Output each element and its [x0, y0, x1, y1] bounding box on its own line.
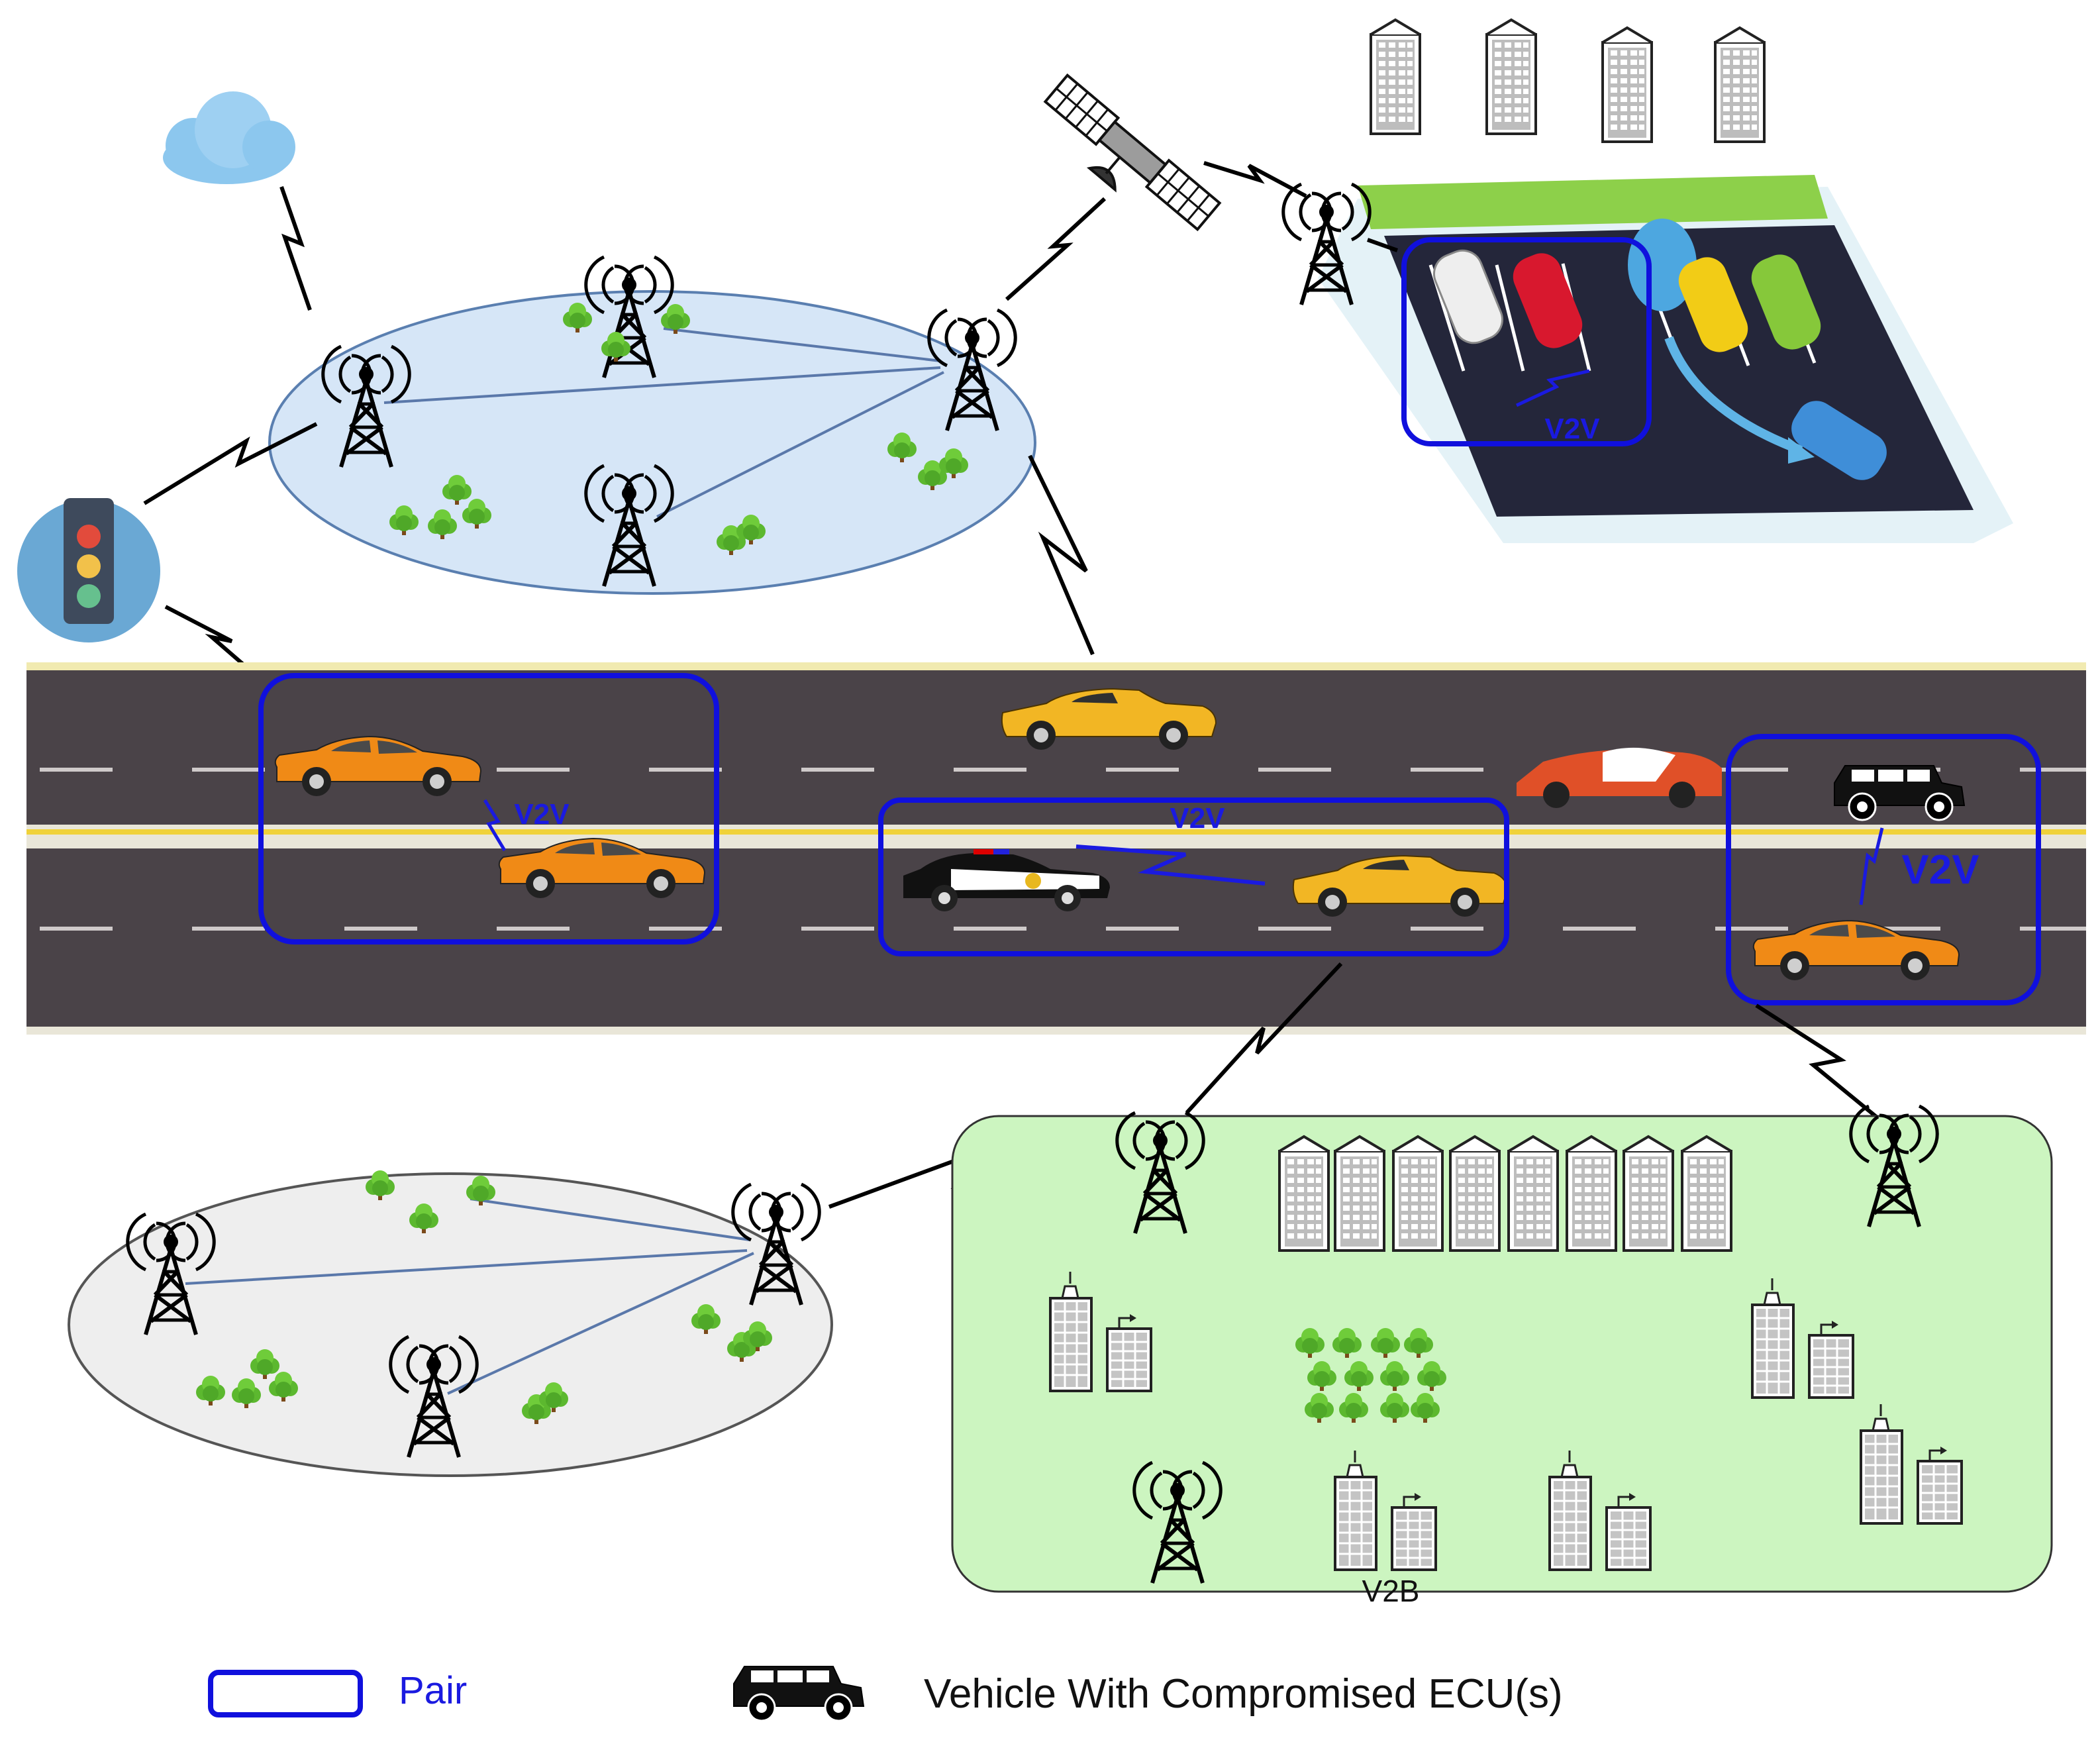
cloud-link: [279, 186, 312, 311]
tower-to-parking-link: [1366, 238, 1399, 252]
car-icon: [1433, 249, 1887, 480]
satellite-to-tower-link: [1005, 197, 1107, 301]
rsu-zone-lower: [68, 1172, 833, 1477]
v2v-label-right: V2V: [1901, 847, 1979, 893]
legend-pair-label: Pair: [399, 1669, 467, 1712]
pair-box-parking: [1401, 237, 1652, 446]
traffic-light-to-zone-link: [143, 422, 318, 505]
car-icon: [1517, 747, 1722, 808]
middle-pair-to-city-link: [1185, 962, 1343, 1115]
v2b-label: V2B: [1362, 1574, 1420, 1608]
right-pair-to-city-link: [1755, 1003, 1881, 1121]
legend: Pair Vehicle With Compromised ECU(s): [208, 1665, 1563, 1722]
pair-box-right: [1726, 734, 2041, 1005]
v2v-link-middle: [1075, 844, 1266, 886]
legend-pair-swatch: [208, 1670, 363, 1717]
pair-box-left: [258, 673, 719, 945]
traffic-light-icon: [17, 498, 160, 642]
rsu-links-upper: [383, 327, 944, 518]
satellite-icon: [1043, 73, 1222, 232]
v2v-label-left: V2V: [514, 798, 570, 831]
city-zone: [951, 1115, 2053, 1593]
building-icon: [1370, 19, 1766, 143]
parking-lot: [1318, 19, 2013, 543]
v2v-link-right: [1859, 827, 1884, 905]
suv-icon: [732, 1665, 865, 1722]
pair-box-middle: [878, 797, 1509, 956]
rsu-links-lower: [185, 1198, 754, 1395]
legend-compromised-label: Vehicle With Compromised ECU(s): [924, 1671, 1563, 1717]
v2v-link-parking: [1515, 369, 1590, 407]
v2v-label-parking: V2V: [1544, 413, 1600, 445]
v2v-link-left: [483, 799, 507, 852]
zone-to-road-link: [1028, 454, 1095, 656]
satellite-to-parking-link: [1203, 161, 1307, 198]
cloud-icon: [163, 91, 295, 184]
v2v-label-middle: V2V: [1170, 802, 1225, 835]
